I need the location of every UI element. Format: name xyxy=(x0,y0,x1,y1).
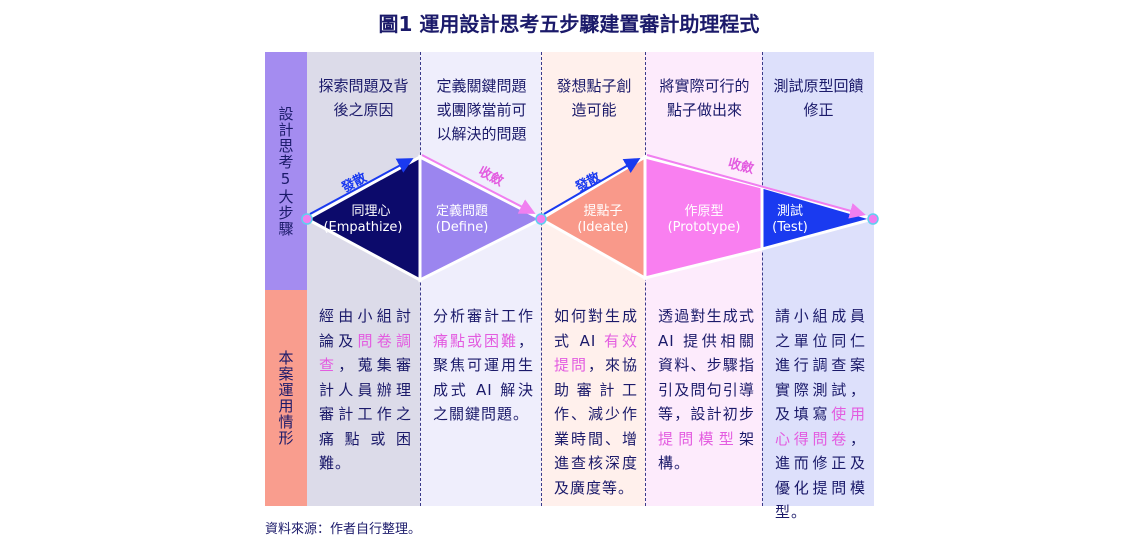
body-text: ，進而修正及優化提問模型。 xyxy=(775,429,866,522)
step-heading: 定義關鍵問題或團隊當前可以解決的問題 xyxy=(436,77,527,143)
stage-label-en: (Define) xyxy=(436,220,489,235)
step-usage-text: 請小組成員之單位同仁進行調查案實際測試，及填寫使用心得問卷，進而修正及優化提問模… xyxy=(775,304,866,525)
highlighted-text: 問卷調查 xyxy=(319,331,412,375)
stage-label: 同理心 xyxy=(351,204,390,219)
stage-label: 提點子 xyxy=(583,203,622,219)
diverge-arrow-2 xyxy=(543,157,641,215)
row-label-steps: 設計思考5大步驟 xyxy=(265,52,307,290)
step-heading: 將實際可行的點子做出來 xyxy=(659,77,750,119)
node-dot xyxy=(301,213,313,225)
row-label-usage: 本案運用情形 xyxy=(265,290,307,506)
body-text: 如何對生成式 AI xyxy=(554,307,638,350)
figure-title: 圖1 運用設計思考五步驟建置審計助理程式 xyxy=(378,12,760,36)
diverge-arrow-1 xyxy=(309,158,414,215)
source-note: 資料來源：作者自行整理。 xyxy=(265,522,422,537)
highlighted-text: 有效提問 xyxy=(554,331,638,375)
body-text: ，來協助審計工作、減少作業時間、增進查核深度及廣度等。 xyxy=(554,356,638,497)
test-shape xyxy=(760,185,879,251)
highlighted-text: 使用心得問卷 xyxy=(775,405,866,448)
step-heading: 探索問題及背後之原因 xyxy=(318,77,409,119)
body-text: 分析審計工作 xyxy=(433,307,534,325)
body-text: 請小組成員之單位同仁進行調查案實際測試，及填寫 xyxy=(775,307,866,423)
highlighted-text: 痛點或困難 xyxy=(433,331,518,350)
node-dot xyxy=(535,213,547,225)
step-column: 探索問題及背後之原因經由小組討論及問卷調查，蒐集審計人員辦理審計工作之痛點或困難… xyxy=(307,52,420,506)
step-usage-text: 經由小組討論及問卷調查，蒐集審計人員辦理審計工作之痛點或困難。 xyxy=(319,304,412,476)
step-column: 發想點子創造可能如何對生成式 AI 有效提問，來協助審計工作、減少作業時間、增進… xyxy=(541,52,646,506)
step-usage-text: 如何對生成式 AI 有效提問，來協助審計工作、減少作業時間、增進查核深度及廣度等… xyxy=(554,304,638,500)
step-heading: 發想點子創造可能 xyxy=(556,77,632,119)
body-text: 架構。 xyxy=(658,429,755,473)
step-column: 定義關鍵問題或團隊當前可以解決的問題分析審計工作痛點或困難，聚焦可運用生成式 A… xyxy=(420,52,542,506)
converge-arrow-1 xyxy=(421,154,536,214)
stage-label: 測試 xyxy=(777,203,803,219)
step-column: 將實際可行的點子做出來透過對生成式 AI 提供相關資料、步驟指引及問句引導等，設… xyxy=(645,52,763,506)
stage-label-en: (Prototype) xyxy=(668,220,741,235)
step-heading: 測試原型回饋修正 xyxy=(773,77,864,119)
body-text: 透過對生成式 AI 提供相關資料、步驟指引及問句引導等，設計初步 xyxy=(658,307,755,423)
stage-label-en: (Test) xyxy=(772,220,808,235)
define-shape xyxy=(418,154,545,283)
stage-label-en: (Ideate) xyxy=(577,220,628,235)
step-usage-text: 透過對生成式 AI 提供相關資料、步驟指引及問句引導等，設計初步提問模型架構。 xyxy=(658,304,755,476)
body-text: ，聚焦可運用生成式 AI 解決之關鍵問題。 xyxy=(433,331,534,424)
stage-label: 作原型 xyxy=(684,204,723,219)
converge-arrow-2 xyxy=(646,154,866,219)
highlighted-text: 提問模型 xyxy=(658,429,739,448)
stage-label: 定義問題 xyxy=(436,203,488,219)
converge-label: 收斂 xyxy=(726,155,756,177)
step-column: 測試原型回饋修正請小組成員之單位同仁進行調查案實際測試，及填寫使用心得問卷，進而… xyxy=(762,52,874,521)
node-dot xyxy=(867,213,879,225)
body-text: 經由小組討論及 xyxy=(319,307,412,350)
body-text: ，蒐集審計人員辦理審計工作之痛點或困難。 xyxy=(319,356,412,472)
stage-label-en: (Empathize) xyxy=(323,220,402,235)
step-usage-text: 分析審計工作痛點或困難，聚焦可運用生成式 AI 解決之關鍵問題。 xyxy=(433,304,534,427)
